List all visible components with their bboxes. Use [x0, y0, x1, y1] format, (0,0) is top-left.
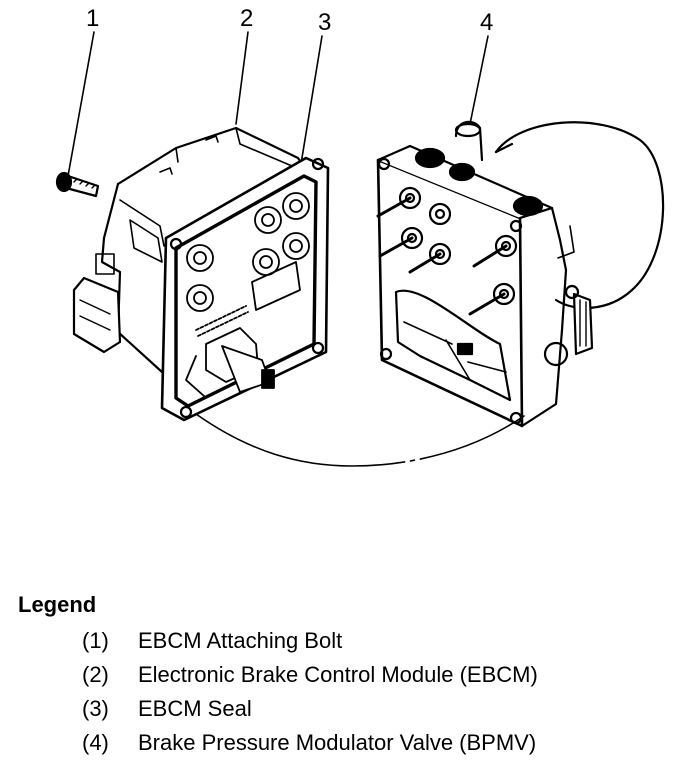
- legend-item-2: (2) Electronic Brake Control Module (EBC…: [82, 658, 678, 692]
- leader-lines: [67, 31, 489, 177]
- ebcm-seal: [160, 156, 330, 422]
- callout-2: 2: [240, 5, 253, 32]
- legend: Legend (1) EBCM Attaching Bolt (2) Elect…: [18, 592, 678, 760]
- legend-number: (2): [82, 662, 109, 687]
- legend-number: (4): [82, 730, 109, 755]
- leader-line-3: [299, 35, 323, 171]
- leader-line-4: [469, 35, 489, 125]
- legend-title: Legend: [18, 592, 97, 617]
- callout-1: 1: [86, 5, 99, 32]
- assembly-arc: [195, 413, 525, 467]
- leader-line-1: [67, 31, 95, 177]
- leader-line-2: [235, 31, 249, 125]
- callout-3: 3: [318, 9, 331, 36]
- ebcm-bpmv-exploded-illustration: 1 2 3 4: [55, 5, 665, 467]
- legend-number: (1): [82, 628, 109, 653]
- ebcm-module: [72, 126, 308, 374]
- legend-number: (3): [82, 696, 109, 721]
- ebcm-interior: [185, 192, 310, 397]
- legend-item-3: (3) EBCM Seal: [82, 692, 678, 726]
- bpmv-unit: [376, 120, 665, 428]
- legend-item-1: (1) EBCM Attaching Bolt: [82, 624, 678, 658]
- legend-text: Electronic Brake Control Module (EBCM): [138, 662, 538, 687]
- attaching-bolt: [55, 171, 100, 198]
- legend-text: Brake Pressure Modulator Valve (BPMV): [138, 730, 537, 755]
- legend-text: EBCM Attaching Bolt: [138, 628, 343, 653]
- callout-4: 4: [480, 9, 493, 36]
- legend-item-4: (4) Brake Pressure Modulator Valve (BPMV…: [82, 726, 678, 760]
- legend-text: EBCM Seal: [138, 696, 252, 721]
